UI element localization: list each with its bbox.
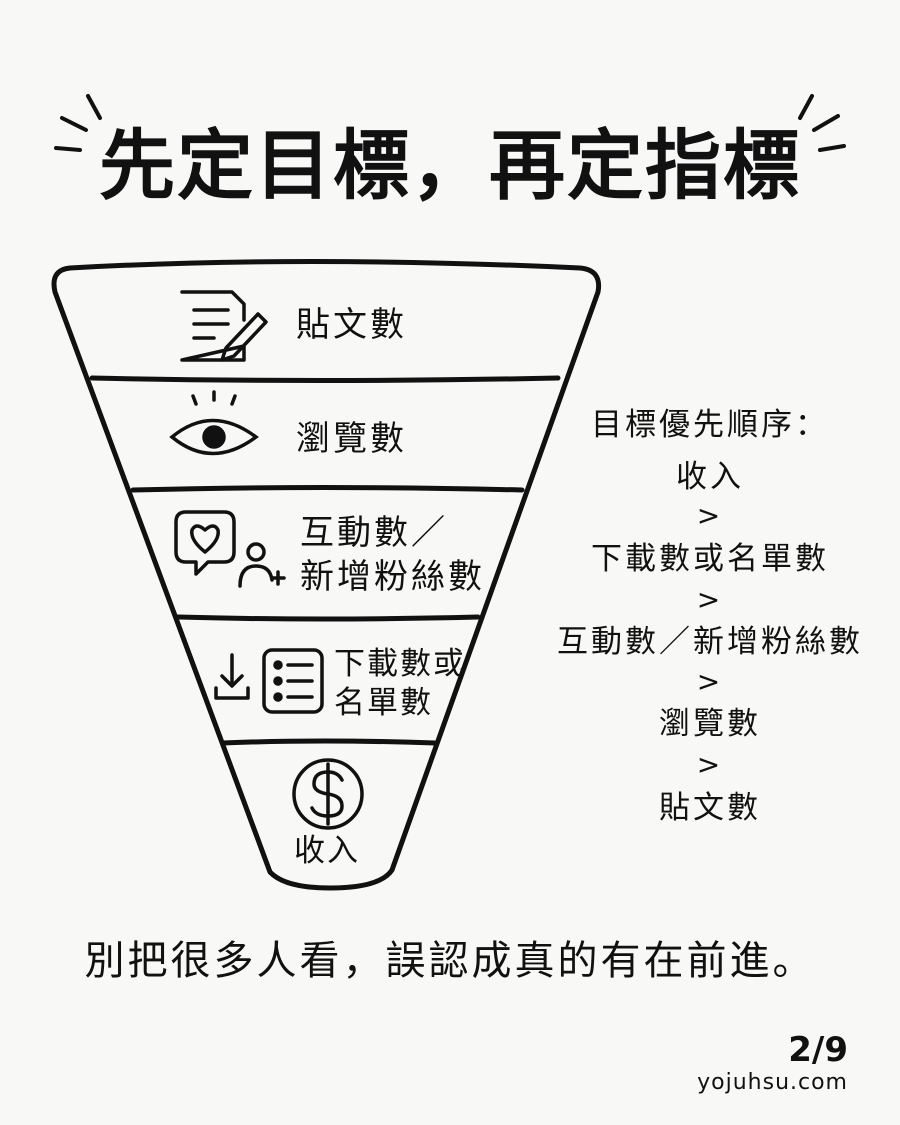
funnel-divider-1 — [89, 375, 561, 383]
site-url: yojuhsu.com — [697, 1070, 848, 1095]
funnel-divider-4 — [220, 738, 438, 746]
funnel-divider-3 — [175, 614, 481, 622]
page-title: 先定目標，再定指標 — [99, 121, 801, 210]
priority-separator: > — [696, 499, 724, 532]
page-number: 2/9 — [788, 1030, 848, 1070]
stage-label-posts: 貼文數 — [296, 305, 407, 345]
stage-label-downloads-line1: 下載數或 — [334, 646, 466, 682]
priority-item-revenue: 收入 — [676, 459, 744, 495]
priority-item-engagement: 互動數／新增粉絲數 — [557, 624, 863, 660]
sparkle-strokes — [54, 94, 846, 152]
funnel-divider-2 — [130, 485, 525, 493]
priority-separator: > — [696, 665, 724, 698]
priority-heading: 目標優先順序： — [591, 407, 829, 443]
dollar-coin-icon — [292, 758, 364, 830]
stage-label-revenue: 收入 — [294, 833, 360, 869]
funnel-diagram — [51, 259, 602, 891]
download-list-icon — [214, 648, 324, 714]
priority-item-posts: 貼文數 — [659, 790, 761, 826]
priority-separator: > — [696, 748, 724, 781]
tagline: 別把很多人看，誤認成真的有在前進。 — [84, 938, 816, 984]
stage-label-engagement-line1: 互動數／ — [300, 513, 448, 553]
stage-label-views: 瀏覽數 — [296, 419, 407, 459]
priority-separator: > — [696, 583, 724, 616]
heart-bubble-add-user-icon — [174, 510, 286, 588]
document-pencil-icon — [180, 290, 268, 362]
stage-label-engagement-line2: 新增粉絲數 — [300, 557, 485, 597]
priority-item-views: 瀏覽數 — [659, 706, 761, 742]
funnel-outline — [51, 259, 602, 891]
eye-icon — [169, 390, 259, 456]
priority-item-downloads: 下載數或名單數 — [591, 541, 829, 577]
stage-label-downloads-line2: 名單數 — [334, 685, 433, 721]
